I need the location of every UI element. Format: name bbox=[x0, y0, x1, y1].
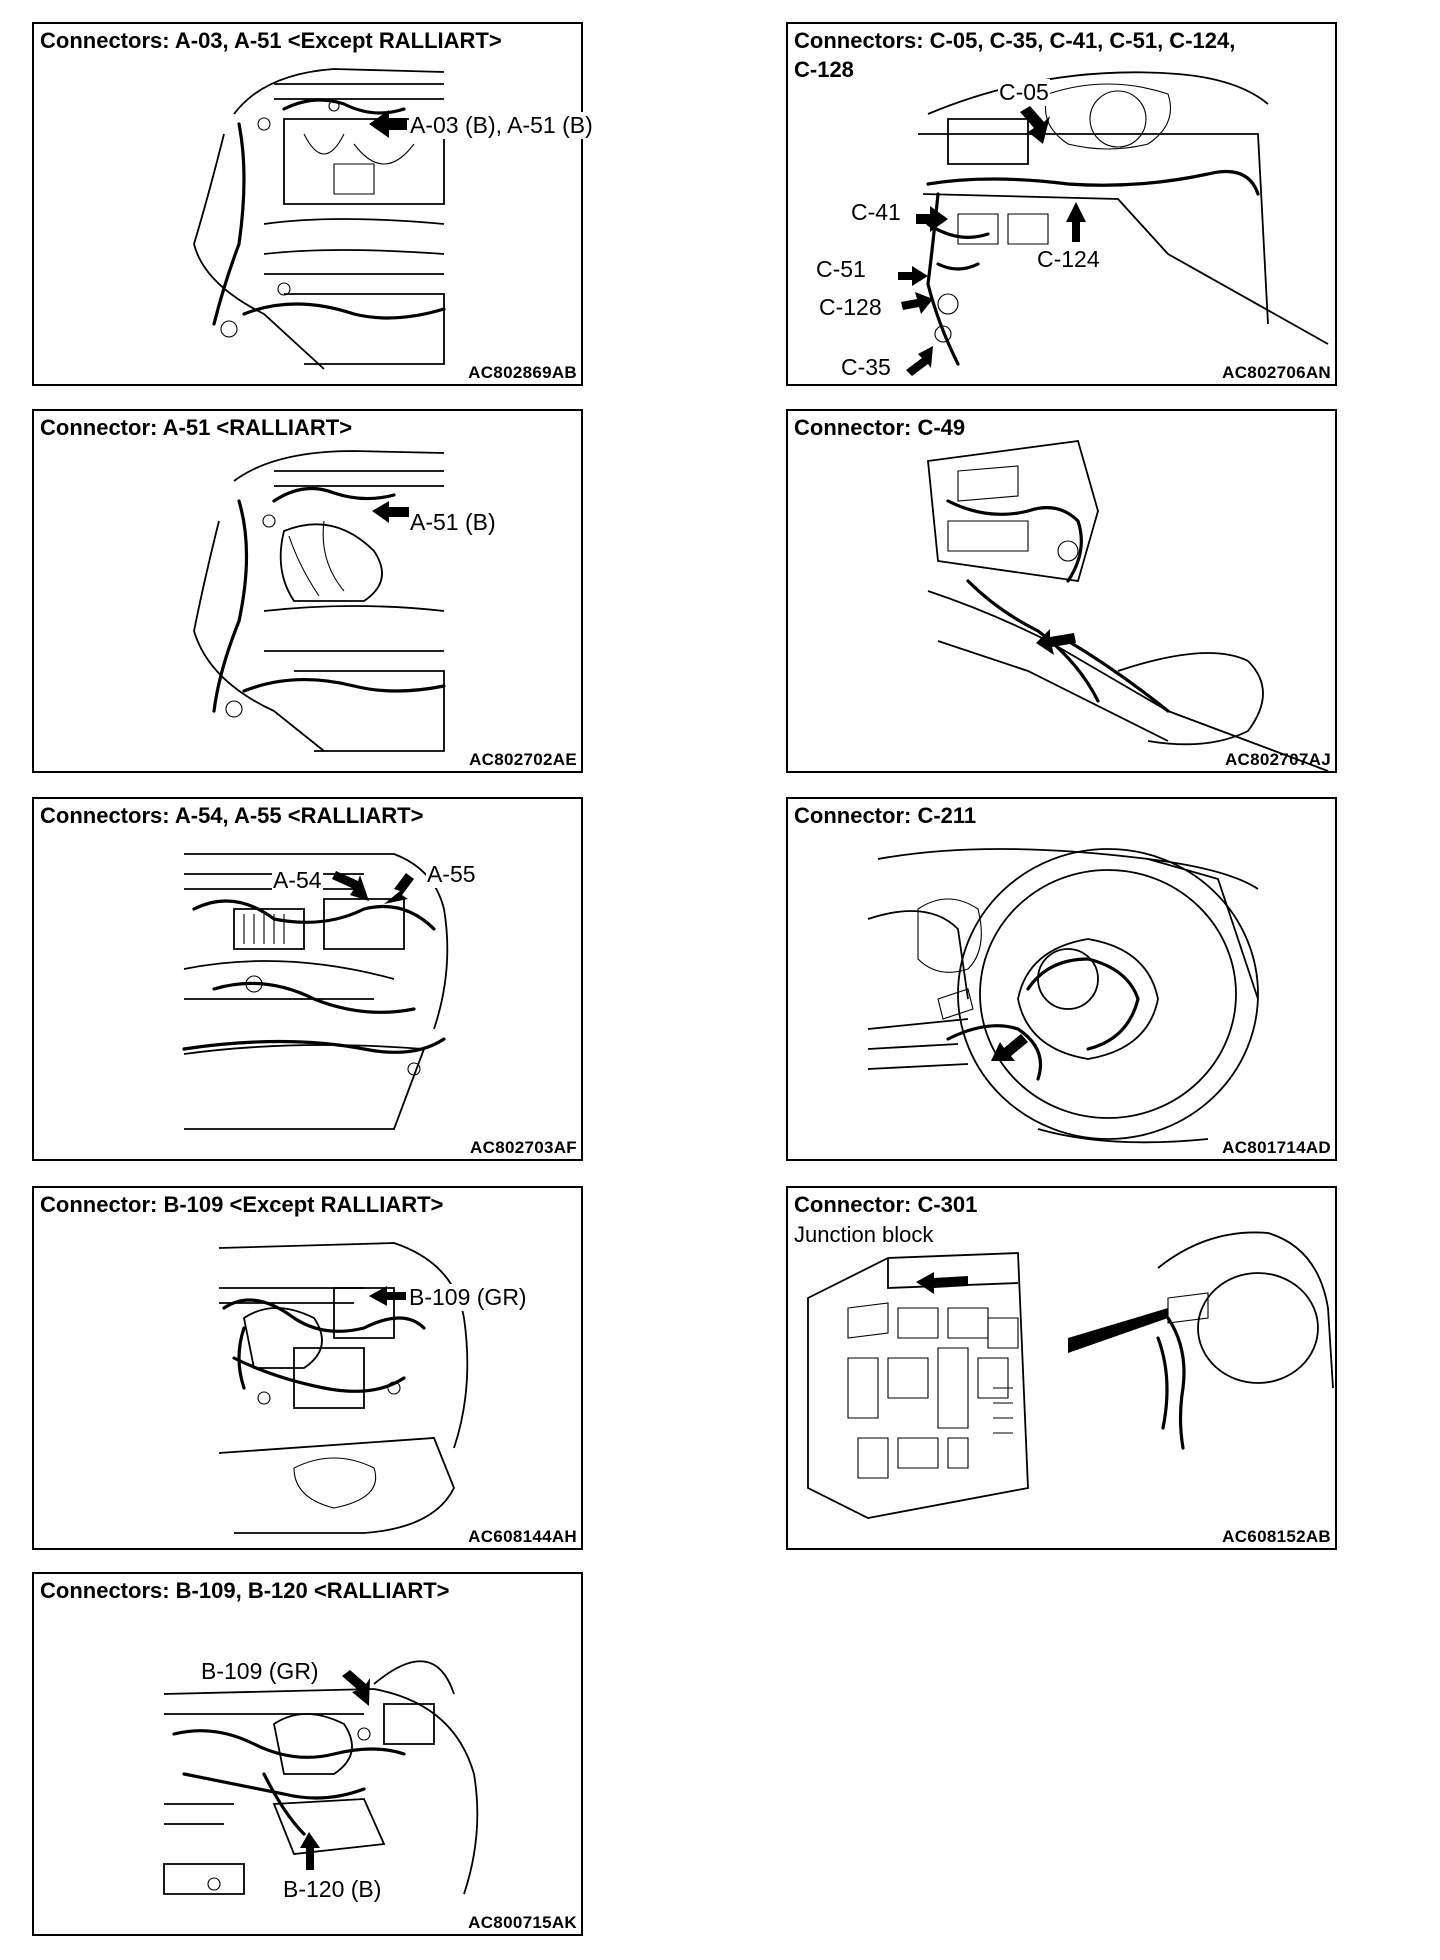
panel-title: Connectors: A-03, A-51 <Except RALLIART> bbox=[40, 28, 502, 53]
arrow-a51-icon bbox=[372, 501, 409, 523]
label-b109: B-109 (GR) bbox=[408, 1284, 528, 1311]
panel-a51-ralliart: Connector: A-51 <RALLIART> A-51 (B) AC80… bbox=[32, 409, 583, 773]
arrow-a55-icon bbox=[384, 873, 414, 904]
label-c05: C-05 bbox=[998, 79, 1050, 106]
engine-bay-illustration bbox=[193, 450, 446, 752]
panel-title: Connector: C-211 bbox=[794, 803, 977, 828]
figure-code: AC802702AE bbox=[469, 750, 577, 769]
panel-title: Connector: C-49 bbox=[794, 415, 966, 440]
label-b109: B-109 (GR) bbox=[200, 1658, 320, 1685]
arrow-b120-icon bbox=[300, 1832, 320, 1870]
arrow-b109-icon bbox=[342, 1670, 370, 1706]
figure-code: AC608144AH bbox=[468, 1527, 577, 1546]
label-a54: A-54 bbox=[272, 867, 323, 894]
panel-title: Connector: A-51 <RALLIART> bbox=[40, 415, 353, 440]
engine-bay-illustration bbox=[218, 1242, 469, 1534]
arrow-c211-icon bbox=[991, 1034, 1028, 1061]
panel-title-line1: Connectors: C-05, C-35, C-41, C-51, C-12… bbox=[794, 28, 1236, 53]
figure-code: AC608152AB bbox=[1222, 1527, 1331, 1546]
panel-b109: Connector: B-109 <Except RALLIART> B-109… bbox=[32, 1186, 583, 1550]
label-a51: A-51 (B) bbox=[409, 509, 497, 536]
arrow-c124-icon bbox=[1066, 202, 1086, 242]
arrow-a03-icon bbox=[369, 110, 407, 138]
panel-c301: Connector: C-301 Junction block AC608152… bbox=[786, 1186, 1337, 1550]
engine-bay-illustration bbox=[193, 68, 446, 370]
label-c128: C-128 bbox=[818, 294, 883, 321]
panel-a54-a55: Connectors: A-54, A-55 <RALLIART> A-54 A… bbox=[32, 797, 583, 1161]
label-a03-a51: A-03 (B), A-51 (B) bbox=[409, 112, 594, 139]
arrow-c301-icon bbox=[916, 1272, 968, 1294]
figure-code: AC802703AF bbox=[470, 1138, 577, 1157]
label-a55: A-55 bbox=[426, 861, 477, 888]
junction-block-pointer-icon bbox=[1068, 1308, 1168, 1353]
arrow-c128-icon bbox=[901, 292, 933, 314]
label-c124: C-124 bbox=[1036, 246, 1101, 273]
arrow-c35-icon bbox=[906, 346, 933, 376]
panel-title: Connector: C-301 bbox=[794, 1192, 978, 1217]
figure-code: AC802707AJ bbox=[1224, 750, 1331, 769]
center-console-illustration bbox=[927, 440, 1329, 772]
figure-code: AC801714AD bbox=[1222, 1138, 1331, 1157]
figure-code: AC802869AB bbox=[468, 363, 577, 382]
panel-title: Connectors: B-109, B-120 <RALLIART> bbox=[40, 1578, 450, 1603]
label-c41: C-41 bbox=[850, 199, 902, 226]
arrow-b109-icon bbox=[369, 1286, 406, 1306]
panel-a03-a51: Connectors: A-03, A-51 <Except RALLIART>… bbox=[32, 22, 594, 386]
label-b120: B-120 (B) bbox=[282, 1876, 383, 1903]
engine-bay-illustration bbox=[163, 1660, 479, 1895]
arrow-a54-icon bbox=[332, 871, 369, 901]
panel-title: Connectors: A-54, A-55 <RALLIART> bbox=[40, 803, 424, 828]
panel-b109-b120: Connectors: B-109, B-120 <RALLIART> B-10… bbox=[32, 1572, 583, 1936]
arrow-c05-icon bbox=[1020, 106, 1050, 144]
arrow-c49-icon bbox=[1036, 629, 1076, 655]
panel-c49: Connector: C-49 AC802707AJ bbox=[786, 409, 1337, 773]
label-c35: C-35 bbox=[840, 354, 892, 381]
panel-title: Connector: B-109 <Except RALLIART> bbox=[40, 1192, 444, 1217]
label-c51: C-51 bbox=[815, 256, 867, 283]
junction-block-illustration bbox=[807, 1231, 1334, 1519]
arrow-c51-icon bbox=[898, 266, 928, 286]
steering-wheel-illustration bbox=[867, 848, 1259, 1144]
panel-c05-group: Connectors: C-05, C-35, C-41, C-51, C-12… bbox=[786, 22, 1337, 386]
dashboard-illustration bbox=[898, 71, 1329, 376]
panel-subtitle: Junction block bbox=[794, 1222, 934, 1247]
panel-c211: Connector: C-211 AC801714AD bbox=[786, 797, 1337, 1161]
arrow-c41-icon bbox=[916, 206, 948, 232]
engine-bay-illustration bbox=[182, 853, 449, 1130]
figure-code: AC800715AK bbox=[468, 1913, 577, 1932]
figure-code: AC802706AN bbox=[1222, 363, 1331, 382]
panel-title-line2: C-128 bbox=[794, 57, 854, 82]
